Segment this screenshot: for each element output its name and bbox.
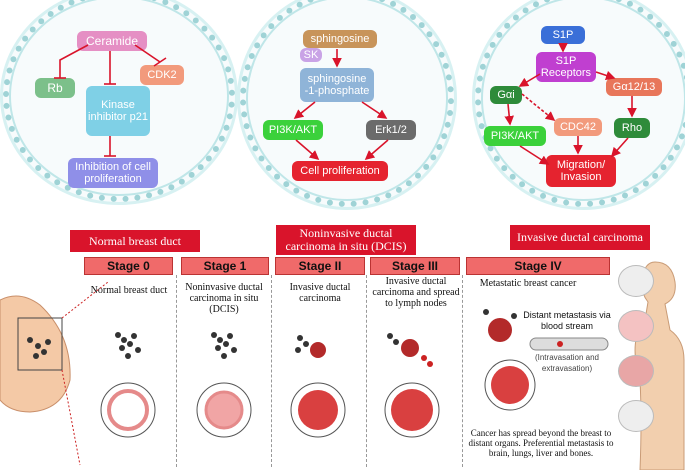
lungs-icon xyxy=(618,310,654,342)
duct-section-3 xyxy=(384,382,440,438)
lobule-stage-1 xyxy=(211,332,237,359)
lobule-stage-4 xyxy=(483,309,517,342)
duct-section-1 xyxy=(196,382,252,438)
banner-normal: Normal breast duct xyxy=(70,230,200,252)
duct-section-0 xyxy=(100,382,156,438)
stage-3-desc: Invasive ductal carcinoma and spread to … xyxy=(372,276,460,309)
stage-4-title: Stage IV xyxy=(466,257,610,275)
brain-icon xyxy=(618,265,654,297)
duct-section-2 xyxy=(290,382,346,438)
s1p-receptors-box: S1P Receptors xyxy=(536,52,596,82)
divider-3 xyxy=(366,275,367,467)
stage-1-title: Stage 1 xyxy=(181,257,269,275)
erk-box: Erk1/2 xyxy=(366,120,416,140)
duct-section-4 xyxy=(484,359,536,411)
pi3k-box-3: PI3K/AKT xyxy=(484,126,546,146)
blood-vessel xyxy=(529,337,609,351)
sk-box: SK xyxy=(300,48,322,62)
s1p-full-box: sphingosine -1-phosphate xyxy=(300,68,374,102)
stage-0-desc: Normal breast duct xyxy=(90,285,168,296)
p21-box: Kinase inhibitor p21 xyxy=(86,86,150,136)
banner-invasive: Invasive ductal carcinoma xyxy=(510,225,650,250)
divider-2 xyxy=(271,275,272,467)
stage-4-desc: Metastatic breast cancer xyxy=(479,278,577,289)
metastasis-paren-label: (Intravasation and extravasation) xyxy=(534,353,600,373)
rb-box: Rb xyxy=(35,78,75,98)
metastasis-footer: Cancer has spread beyond the breast to d… xyxy=(468,428,614,458)
s1p-box: S1P xyxy=(541,26,585,44)
zoom-box xyxy=(17,317,63,371)
zoom-line-top xyxy=(61,281,109,319)
duct-cluster-breast xyxy=(27,337,51,359)
proliferation-box: Cell proliferation xyxy=(292,161,388,181)
stage-2-title: Stage II xyxy=(275,257,365,275)
banner-dcis: Noninvasive ductal carcinoma in situ (DC… xyxy=(276,225,416,255)
metastasis-via-label: Distant metastasis via blood stream xyxy=(523,310,611,331)
cdk2-box: CDK2 xyxy=(140,65,184,85)
migration-box: Migration/ Invasion xyxy=(546,155,616,187)
gai-box: Gαi xyxy=(490,86,522,104)
divider-4 xyxy=(462,275,463,467)
ceramide-box: Ceramide xyxy=(77,31,147,51)
stage-0-title: Stage 0 xyxy=(84,257,173,275)
liver-icon xyxy=(618,355,654,387)
pi3k-box-2: PI3K/AKT xyxy=(263,120,323,140)
cdc42-box: CDC42 xyxy=(554,118,602,136)
stage-3-title: Stage III xyxy=(370,257,460,275)
stage-1-desc: Noninvasive ductal carcinoma in situ (DC… xyxy=(185,282,263,315)
lobule-stage-0 xyxy=(115,332,141,359)
inhibition-box: Inhibition of cell proliferation xyxy=(68,158,158,188)
sphingosine-box: sphingosine xyxy=(303,30,377,48)
rho-box: Rho xyxy=(614,118,650,138)
stage-2-desc: Invasive ductal carcinoma xyxy=(289,282,351,304)
bone-icon xyxy=(618,400,654,432)
zoom-line-bottom xyxy=(61,369,81,466)
circulating-cell xyxy=(557,341,563,347)
ga1213-box: Gα12/13 xyxy=(606,78,662,96)
lobule-stage-3 xyxy=(387,333,433,367)
divider-1 xyxy=(176,275,177,467)
lobule-stage-2 xyxy=(295,335,326,358)
